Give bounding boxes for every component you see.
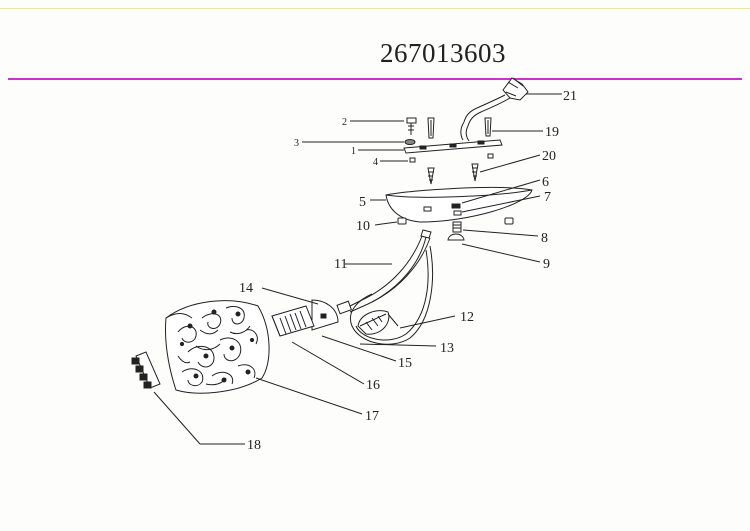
callout-20: 20: [542, 149, 556, 164]
part-11-arm: [336, 229, 432, 315]
part-2-bolt: [406, 117, 417, 135]
callout-5: 5: [359, 195, 366, 210]
callout-15: 15: [398, 356, 412, 371]
part-20-screws: [427, 163, 479, 185]
part-14-socket-hole: [320, 313, 327, 319]
wire-loop-2: [465, 125, 470, 142]
callout-18: 18: [247, 438, 261, 453]
callout-19: 19: [545, 125, 559, 140]
wire-loop: [460, 121, 465, 141]
callout-12: 12: [460, 310, 474, 325]
leader-14: [261, 287, 319, 305]
leader-6: [461, 179, 541, 204]
leader-8: [462, 229, 539, 237]
part-4-nut-2: [487, 153, 494, 159]
callout-16: 16: [366, 378, 380, 393]
callout-17: 17: [365, 409, 379, 424]
part-18-bulb-holder: [131, 351, 161, 389]
part-10-nut: [397, 217, 407, 225]
leader-lines: [153, 93, 562, 445]
callout-4: 4: [373, 157, 378, 168]
callout-3: 3: [294, 138, 299, 149]
callout-8: 8: [541, 231, 548, 246]
header-rule: [8, 78, 742, 80]
part-10-nut-2: [504, 217, 514, 225]
part-21-wire-connector: [463, 77, 529, 127]
leader-20: [479, 154, 541, 173]
leader-15: [321, 335, 397, 362]
part-3-washer: [404, 139, 416, 145]
callout-21: 21: [563, 89, 577, 104]
callout-13: 13: [440, 341, 454, 356]
part-8-nipple: [452, 221, 462, 233]
callout-7: 7: [544, 190, 551, 205]
part-1-mounting-bracket: [403, 139, 503, 154]
callout-labels: 2 3 1 4 5 10 11 21 19 20 6 7 8 9 12 13 1…: [239, 89, 577, 453]
document-number: 267013603: [380, 38, 506, 68]
callout-10: 10: [356, 219, 370, 234]
callout-2: 2: [342, 117, 347, 128]
leader-18: [153, 391, 201, 445]
top-border: [0, 8, 750, 9]
leader-10: [374, 221, 398, 226]
part-7-screw: [423, 206, 432, 212]
part-6-screw: [451, 203, 461, 209]
callout-1: 1: [351, 146, 356, 157]
part-12-leaf: [357, 310, 399, 335]
callout-6: 6: [542, 175, 549, 190]
callout-11: 11: [334, 257, 347, 272]
part-16-lamp-socket: [271, 305, 315, 337]
part-9-cap: [447, 233, 465, 241]
part-7-screw-2: [453, 210, 462, 216]
part-13-loop: [350, 245, 434, 345]
leader-16: [291, 341, 365, 385]
part-17-glass-shade: [165, 300, 270, 394]
callout-9: 9: [543, 257, 550, 272]
part-4-nut: [409, 157, 416, 163]
callout-14: 14: [239, 281, 253, 296]
leader-13: [359, 343, 437, 347]
leader-17: [255, 377, 363, 415]
part-wall-plugs: [427, 117, 492, 139]
leader-7: [461, 195, 541, 213]
leader-9: [461, 243, 541, 263]
leader-12: [399, 315, 456, 329]
